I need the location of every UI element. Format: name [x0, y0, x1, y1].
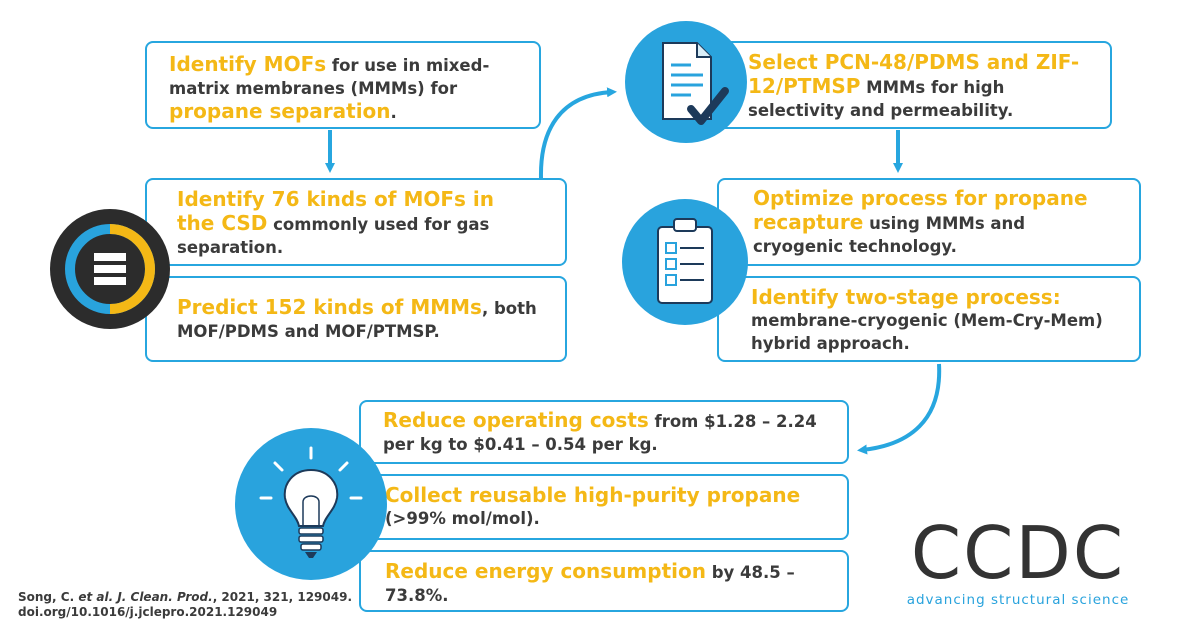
step-optimize-process: Optimize process for propane recapture u…: [717, 178, 1141, 266]
text-period: .: [390, 103, 397, 122]
clipboard-checklist-icon: [622, 199, 748, 325]
highlight-identify-mofs: Identify MOFs: [169, 52, 327, 76]
citation-volume: , 2021, 321, 129049.: [212, 590, 352, 604]
arrow-curve-up: [538, 87, 617, 179]
text-purity-value: (>99% mol/mol).: [385, 509, 540, 528]
citation-authors: Song, C.: [18, 590, 79, 604]
document-check-icon: [625, 21, 747, 143]
highlight-two-stage: Identify two-stage process:: [751, 285, 1061, 309]
logo-tagline: advancing structural science: [906, 592, 1130, 608]
text-mixed-matrix: for use in mixed-matrix membranes (MMMs)…: [169, 56, 490, 98]
arrow-curve-down: [857, 363, 942, 455]
highlight-energy-consumption: Reduce energy consumption: [385, 559, 706, 583]
result-energy-consumption: Reduce energy consumption by 48.5 – 73.8…: [359, 550, 849, 612]
step-select-mmms: Select PCN-48/PDMS and ZIF-12/PTMSP MMMs…: [680, 41, 1112, 129]
citation-journal: et al. J. Clean. Prod.: [78, 590, 213, 604]
citation-doi: doi.org/10.1016/j.jclepro.2021.129049: [18, 605, 278, 619]
step-identify-mofs: Identify MOFs for use in mixed-matrix me…: [145, 41, 541, 129]
highlight-152-mmms: Predict 152 kinds of MMMs: [177, 295, 482, 319]
highlight-pcn48-zif12: Select PCN-48/PDMS and ZIF-12/PTMSP: [748, 50, 1080, 98]
highlight-operating-costs: Reduce operating costs: [383, 408, 649, 432]
highlight-propane-separation: propane separation: [169, 99, 391, 123]
logo-wordmark: CCDC: [910, 511, 1126, 595]
text-mof-pdms-ptmsp: , both MOF/PDMS and MOF/PTMSP.: [177, 299, 537, 341]
highlight-76-mofs: Identify 76 kinds of MOFs in the CSD: [177, 187, 494, 235]
result-operating-costs: Reduce operating costs from $1.28 – 2.24…: [359, 400, 849, 464]
ccdc-logo: CCDC advancing structural science: [893, 516, 1143, 608]
text-hybrid-approach: membrane-cryogenic (Mem-Cry-Mem) hybrid …: [751, 311, 1103, 353]
text-high-selectivity: MMMs for high selectivity and permeabili…: [748, 78, 1014, 120]
step-identify-76-mofs: Identify 76 kinds of MOFs in the CSD com…: [145, 178, 567, 266]
text-cryogenic: using MMMs and cryogenic technology.: [753, 214, 1026, 256]
step-predict-mmms: Predict 152 kinds of MMMs, both MOF/PDMS…: [145, 276, 567, 362]
citation: Song, C. et al. J. Clean. Prod., 2021, 3…: [18, 590, 352, 620]
result-high-purity: Collect reusable high-purity propane (>99…: [359, 474, 849, 540]
database-icon: [50, 209, 170, 329]
text-energy-value: by 48.5 – 73.8%.: [385, 563, 795, 605]
text-gas-separation: commonly used for gas separation.: [177, 215, 490, 257]
highlight-propane-recapture: Optimize process for propane recapture: [753, 186, 1088, 234]
text-cost-values: from $1.28 – 2.24 per kg to $0.41 – 0.54…: [383, 412, 817, 454]
lightbulb-icon: [235, 428, 387, 580]
highlight-high-purity: Collect reusable high-purity propane: [385, 483, 801, 507]
step-two-stage-process: Identify two-stage process:membrane-cryo…: [717, 276, 1141, 362]
